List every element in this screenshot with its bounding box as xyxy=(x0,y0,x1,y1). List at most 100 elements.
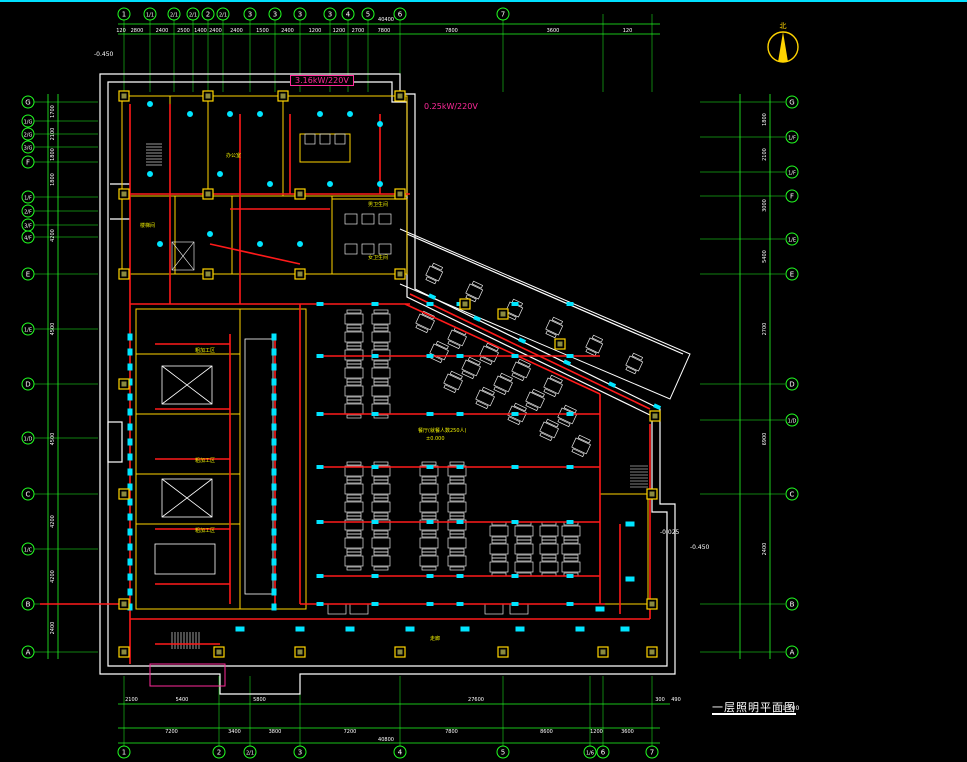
fluorescent-light xyxy=(566,354,574,358)
fluorescent-light xyxy=(511,465,519,469)
wall-light xyxy=(271,438,277,446)
toilet-stall xyxy=(378,243,392,255)
table-set xyxy=(344,533,364,553)
dim-right: 2700 xyxy=(762,323,768,336)
column-core xyxy=(205,93,211,99)
fluorescent-light xyxy=(511,412,519,416)
corridor-light xyxy=(345,626,355,632)
level-mark-2: -0.025 xyxy=(660,529,680,536)
dim-right: 1800 xyxy=(762,113,768,126)
ceiling-light xyxy=(147,101,153,107)
dim-left: 4500 xyxy=(50,323,56,336)
grid-bubble-top: 3 xyxy=(243,7,257,21)
dim-top: 7800 xyxy=(445,28,458,34)
svg-text:1/G: 1/G xyxy=(24,120,33,126)
svg-text:A: A xyxy=(26,649,31,657)
table-set xyxy=(344,479,364,499)
table-set xyxy=(447,326,467,350)
dim-top: 120 xyxy=(116,28,126,34)
fluorescent-light xyxy=(456,520,464,524)
ceiling-light xyxy=(227,111,233,117)
dim-right: 5400 xyxy=(762,250,768,263)
wall-light xyxy=(127,333,133,341)
grid-bubble-left: 1/F xyxy=(21,190,35,204)
grid-bubble-left: 1/C xyxy=(21,542,35,556)
column-core xyxy=(397,271,403,277)
table-set xyxy=(371,479,391,499)
column-core xyxy=(121,649,127,655)
grid-bubble-bottom: 7 xyxy=(645,745,659,759)
fluorescent-light xyxy=(566,520,574,524)
dim-top-total: 40400 xyxy=(378,17,394,23)
table-set xyxy=(425,262,444,285)
ceiling-light xyxy=(257,111,263,117)
wall-light xyxy=(271,513,277,521)
column-core xyxy=(205,191,211,197)
drawing-title: 一层照明平面图 xyxy=(712,701,796,714)
table-set xyxy=(545,316,564,339)
wall-light xyxy=(271,468,277,476)
wall-light xyxy=(127,558,133,566)
dim-top: 2400 xyxy=(156,28,169,34)
title-underline xyxy=(712,713,796,715)
wall-light xyxy=(271,393,277,401)
dim-left: 4500 xyxy=(50,433,56,446)
dim-top: 7800 xyxy=(378,28,391,34)
grid-bubble-left: F xyxy=(21,155,35,169)
level-mark-1: -0.450 xyxy=(94,51,114,58)
table-set xyxy=(447,461,467,481)
dim-top: 2400 xyxy=(281,28,294,34)
ceiling-light xyxy=(377,121,383,127)
corridor-light xyxy=(620,626,630,632)
toilet-stall xyxy=(334,133,346,145)
wall-light xyxy=(271,378,277,386)
table-set xyxy=(344,327,364,347)
toilet-stall xyxy=(378,213,392,225)
dim-left: 4200 xyxy=(50,515,56,528)
toilet-stall xyxy=(319,133,331,145)
table-set xyxy=(371,381,391,401)
svg-text:1: 1 xyxy=(122,11,126,19)
ceiling-light xyxy=(187,111,193,117)
ceiling-light xyxy=(327,181,333,187)
fluorescent-light xyxy=(426,602,434,606)
dim-top: 2700 xyxy=(352,28,365,34)
table-set xyxy=(419,461,439,481)
table-set xyxy=(344,515,364,535)
svg-text:1/1: 1/1 xyxy=(146,13,154,19)
corridor-light xyxy=(460,626,470,632)
fluorescent-light xyxy=(566,574,574,578)
room-kitchen-2: 粗加工区 xyxy=(195,457,215,464)
table-set xyxy=(514,557,534,577)
table-set xyxy=(419,479,439,499)
svg-text:B: B xyxy=(790,601,795,609)
fluorescent-light xyxy=(371,302,379,306)
svg-text:5: 5 xyxy=(501,749,505,757)
fluorescent-light xyxy=(456,574,464,578)
table-set xyxy=(539,521,559,541)
wall-light xyxy=(127,498,133,506)
svg-text:7: 7 xyxy=(501,11,505,19)
wall-light xyxy=(127,393,133,401)
wall-light xyxy=(271,588,277,596)
column-core xyxy=(121,191,127,197)
dim-bottom: 490 xyxy=(671,697,681,703)
vertical-grid-lines xyxy=(123,14,653,752)
wall-light xyxy=(271,483,277,491)
svg-text:3/G: 3/G xyxy=(24,146,33,152)
ceiling-light xyxy=(317,111,323,117)
room-dining-level: ±0.000 xyxy=(426,436,445,442)
dim-right: 2100 xyxy=(762,148,768,161)
fluorescent-light xyxy=(316,412,324,416)
dim-bottom-2: 3400 xyxy=(228,729,241,735)
power-callout-2: 0.25kW/220V xyxy=(424,102,478,111)
fluorescent-light xyxy=(511,602,519,606)
table-set xyxy=(489,521,509,541)
dim-bottom: 300 xyxy=(655,697,665,703)
ceiling-light xyxy=(257,241,263,247)
wall-light xyxy=(127,588,133,596)
fluorescent-light xyxy=(511,520,519,524)
wall-light xyxy=(127,423,133,431)
grid-bubble-top: 1/1 xyxy=(143,7,157,21)
wall-light xyxy=(127,348,133,356)
